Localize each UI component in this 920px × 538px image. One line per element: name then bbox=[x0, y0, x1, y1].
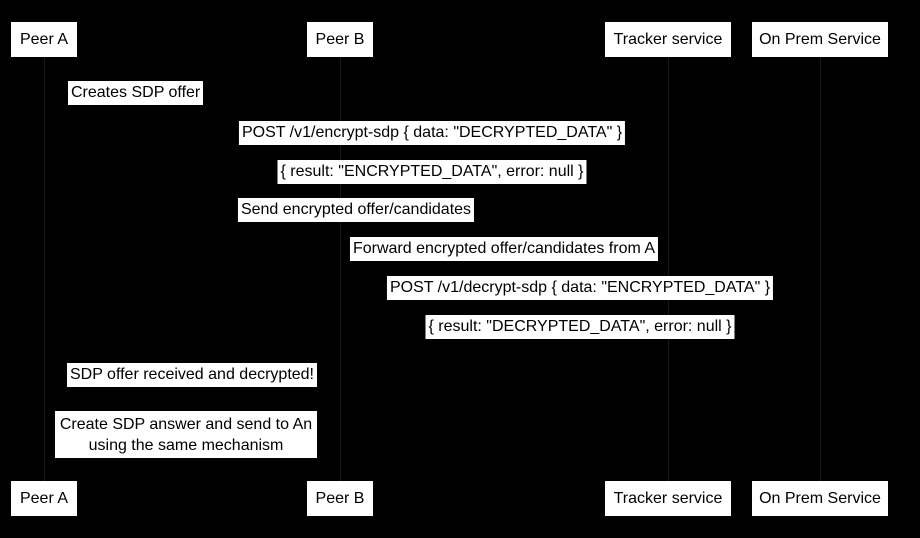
lifeline-peer-b bbox=[340, 57, 341, 481]
participant-on-prem-service-bottom: On Prem Service bbox=[752, 481, 888, 516]
message-label-2: POST /v1/encrypt-sdp { data: "DECRYPTED_… bbox=[238, 121, 626, 145]
lifeline-tracker-service bbox=[668, 57, 669, 481]
participant-peer-b-top: Peer B bbox=[307, 22, 373, 57]
message-label-6: POST /v1/decrypt-sdp { data: "ENCRYPTED_… bbox=[386, 276, 774, 300]
participant-peer-a-top: Peer A bbox=[11, 22, 77, 57]
lifeline-on-prem-service bbox=[820, 57, 821, 481]
message-label-8: SDP offer received and decrypted! bbox=[67, 363, 317, 387]
lifeline-peer-a bbox=[44, 57, 45, 481]
participant-peer-b-bottom: Peer B bbox=[307, 481, 373, 516]
participant-peer-a-bottom: Peer A bbox=[11, 481, 77, 516]
participant-on-prem-service-top: On Prem Service bbox=[752, 22, 888, 57]
message-label-4: Send encrypted offer/candidates bbox=[237, 198, 475, 222]
participant-tracker-service-bottom: Tracker service bbox=[605, 481, 731, 516]
message-label-5: Forward encrypted offer/candidates from … bbox=[349, 237, 659, 261]
message-label-7: { result: "DECRYPTED_DATA", error: null … bbox=[425, 315, 735, 339]
message-label-1: Creates SDP offer bbox=[68, 81, 204, 105]
message-label-3: { result: "ENCRYPTED_DATA", error: null … bbox=[277, 160, 587, 184]
note-box: Create SDP answer and send to An using th… bbox=[55, 411, 317, 458]
participant-tracker-service-top: Tracker service bbox=[605, 22, 731, 57]
note-line-1: Create SDP answer and send to An bbox=[59, 415, 313, 433]
note-line-2: using the same mechanism bbox=[88, 436, 284, 454]
